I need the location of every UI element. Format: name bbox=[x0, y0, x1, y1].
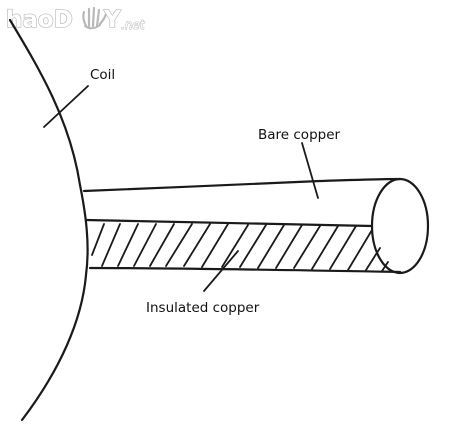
bare-copper-leader-line bbox=[301, 142, 319, 199]
hand-icon bbox=[82, 6, 108, 30]
insulated-copper-leader-line bbox=[203, 250, 239, 292]
watermark-main-text: haoD bbox=[6, 7, 73, 33]
wire-end-cross-section bbox=[370, 177, 430, 275]
coil-leader-line bbox=[43, 85, 89, 128]
insulation-top-edge bbox=[84, 218, 374, 228]
bare-copper-top-edge bbox=[82, 177, 402, 193]
watermark-logo: haoD Y .net bbox=[5, 6, 146, 33]
coil-label: Coil bbox=[90, 67, 115, 83]
bare-copper-label: Bare copper bbox=[258, 127, 341, 143]
insulated-copper-label: Insulated copper bbox=[146, 300, 260, 316]
insulation-bottom-edge bbox=[88, 266, 402, 274]
coil-outline bbox=[8, 18, 89, 422]
watermark-tail-text: Y bbox=[103, 7, 121, 33]
watermark-suffix-text: .net bbox=[121, 18, 146, 32]
insulation-hatching bbox=[91, 223, 389, 272]
